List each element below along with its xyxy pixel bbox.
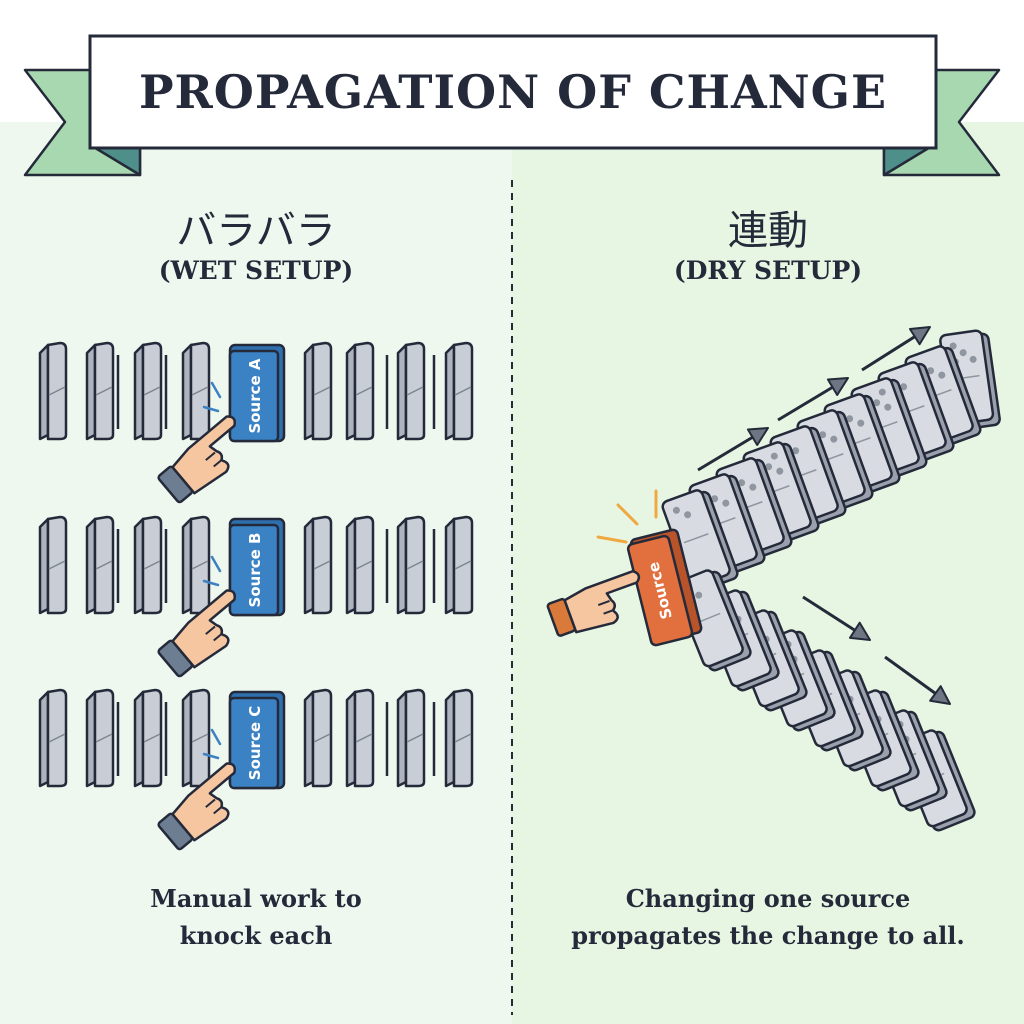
propagation-arrow-icon	[802, 595, 871, 641]
domino	[85, 515, 115, 615]
domino	[303, 515, 333, 615]
impact-spark-icon	[202, 555, 222, 587]
domino	[181, 688, 211, 788]
page-title: PROPAGATION OF CHANGE	[138, 65, 888, 119]
source-label: Source B	[246, 533, 264, 608]
propagation-arrow-icon	[884, 655, 951, 705]
source-label: Source C	[246, 706, 264, 780]
source-domino-2[interactable]: Source B	[228, 517, 286, 617]
right-heading: 連動	[728, 208, 808, 254]
right-caption: Changing one source propagates the chang…	[512, 880, 1024, 954]
pointing-hand-icon	[157, 762, 236, 851]
left-subtitle: (WET SETUP)	[158, 256, 354, 285]
wet-row-3: Source C	[38, 688, 474, 851]
left-caption-line-2: knock each	[179, 921, 333, 950]
domino	[38, 341, 68, 441]
domino	[38, 688, 68, 788]
domino	[444, 341, 474, 441]
right-panel	[512, 122, 1024, 1024]
pointing-hand-icon	[157, 589, 236, 678]
title-banner	[88, 34, 938, 150]
impact-spark-icon	[596, 489, 658, 544]
domino	[85, 341, 115, 441]
domino	[444, 688, 474, 788]
left-caption: Manual work to knock each	[0, 880, 512, 954]
right-caption-line-2: propagates the change to all.	[571, 921, 965, 950]
domino	[85, 688, 115, 788]
domino	[133, 515, 163, 615]
impact-spark-icon	[202, 728, 222, 760]
propagation-arrow-icon	[861, 326, 931, 372]
domino	[396, 515, 426, 615]
domino	[396, 688, 426, 788]
domino	[181, 341, 211, 441]
domino	[181, 515, 211, 615]
domino	[133, 341, 163, 441]
pointing-hand-icon	[546, 569, 641, 637]
impact-spark-icon	[202, 381, 222, 413]
dry-source-domino[interactable]: Source	[626, 528, 703, 647]
domino	[345, 688, 375, 788]
domino	[303, 341, 333, 441]
domino	[303, 688, 333, 788]
source-label: Source A	[246, 358, 264, 433]
right-caption-line-1: Changing one source	[625, 884, 911, 913]
domino	[133, 688, 163, 788]
domino	[396, 341, 426, 441]
wet-row-2: Source B	[38, 515, 474, 678]
left-caption-line-1: Manual work to	[150, 884, 362, 913]
domino	[38, 515, 68, 615]
source-domino-3[interactable]: Source C	[228, 690, 286, 790]
source-domino-1[interactable]: Source A	[228, 343, 286, 443]
domino	[345, 515, 375, 615]
propagation-arrow-icon	[697, 427, 769, 472]
wet-row-1: Source A	[38, 341, 474, 504]
domino	[444, 515, 474, 615]
pointing-hand-icon	[157, 415, 236, 504]
left-heading: バラバラ	[176, 208, 336, 254]
propagation-arrow-icon	[777, 377, 849, 422]
right-subtitle: (DRY SETUP)	[673, 256, 863, 285]
domino	[345, 341, 375, 441]
